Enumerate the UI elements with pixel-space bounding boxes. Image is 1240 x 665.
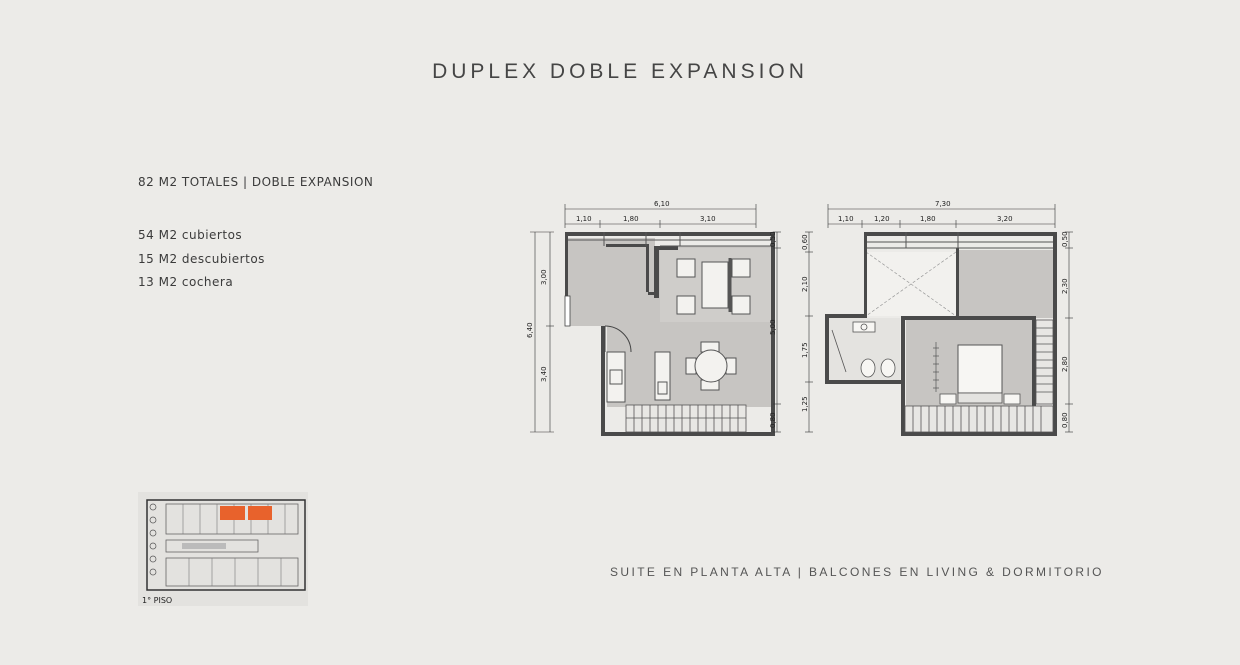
upper-dim-left-4: 1,25 bbox=[801, 396, 809, 412]
upper-dim-right-1: 0,50 bbox=[1061, 231, 1069, 247]
upper-dim-top-1: 1,10 bbox=[838, 215, 854, 223]
upper-dim-left-1: 0,60 bbox=[801, 234, 809, 250]
ground-dim-left-1: 3,00 bbox=[540, 269, 548, 285]
upper-floor-plan: 7,30 1,10 1,20 1,80 3,20 0,60 2,10 1,75 … bbox=[801, 200, 1073, 436]
upper-dim-left-3: 1,75 bbox=[801, 342, 809, 358]
upper-dim-right-4: 0,80 bbox=[1061, 412, 1069, 428]
ground-dim-left-total: 6,40 bbox=[526, 322, 534, 338]
plan-caption: SUITE EN PLANTA ALTA | BALCONES EN LIVIN… bbox=[610, 565, 1104, 579]
ground-dim-top-total: 6,10 bbox=[654, 200, 670, 208]
site-plan: 1° PISO bbox=[138, 492, 308, 606]
unit-highlight-left bbox=[220, 506, 245, 520]
upper-balcony bbox=[904, 405, 1054, 433]
garage-area: 13 M2 cochera bbox=[138, 275, 234, 289]
site-core bbox=[182, 543, 226, 549]
ground-dining-set-2 bbox=[685, 341, 737, 391]
upper-dim-top-4: 3,20 bbox=[997, 215, 1013, 223]
upper-terrace-floor bbox=[958, 250, 1053, 318]
ground-dim-right-2: 5,00 bbox=[769, 319, 777, 335]
ground-dim-top-1: 1,10 bbox=[576, 215, 592, 223]
upper-bath-fixtures bbox=[831, 321, 896, 378]
upper-dim-right-3: 2,80 bbox=[1061, 356, 1069, 372]
uncovered-area: 15 M2 descubiertos bbox=[138, 251, 265, 266]
ground-dining-set-1 bbox=[676, 258, 751, 315]
upper-side-railing bbox=[1035, 319, 1054, 405]
ground-walls bbox=[565, 232, 775, 436]
site-plan-outline bbox=[146, 499, 306, 591]
ground-dim-right-3: 0,80 bbox=[769, 412, 777, 428]
upper-walls bbox=[825, 232, 1057, 436]
site-upper-block bbox=[165, 503, 299, 535]
upper-dim-top-3: 1,80 bbox=[920, 215, 936, 223]
ground-kitchen bbox=[606, 351, 671, 403]
upper-dim-top-total: 7,30 bbox=[935, 200, 951, 208]
area-breakdown: 54 M2 cubiertos 15 M2 descubiertos 13 M2… bbox=[138, 224, 265, 295]
ground-floor-plan: 6,10 1,10 1,80 3,10 6,40 3,00 3,40 0,50 … bbox=[526, 200, 781, 436]
unit-highlight-right bbox=[248, 506, 272, 520]
ground-dim-left-2: 3,40 bbox=[540, 366, 548, 382]
upper-bed bbox=[939, 344, 1021, 405]
upper-closet bbox=[933, 342, 939, 392]
site-lower-block bbox=[165, 557, 299, 587]
ground-stairs bbox=[625, 404, 747, 433]
upper-dim-top-2: 1,20 bbox=[874, 215, 890, 223]
site-plan-label: 1° PISO bbox=[142, 596, 172, 605]
upper-dim-right-2: 2,30 bbox=[1061, 278, 1069, 294]
area-summary: 82 M2 TOTALES | DOBLE EXPANSION bbox=[138, 175, 374, 189]
upper-dim-left-2: 2,10 bbox=[801, 276, 809, 292]
ground-dim-top-2: 1,80 bbox=[623, 215, 639, 223]
ground-dim-right-1: 0,50 bbox=[769, 231, 777, 247]
covered-area: 54 M2 cubiertos bbox=[138, 228, 243, 242]
page-title: DUPLEX DOBLE EXPANSION bbox=[432, 60, 808, 83]
ground-dim-top-3: 3,10 bbox=[700, 215, 716, 223]
site-corridor bbox=[165, 539, 259, 553]
